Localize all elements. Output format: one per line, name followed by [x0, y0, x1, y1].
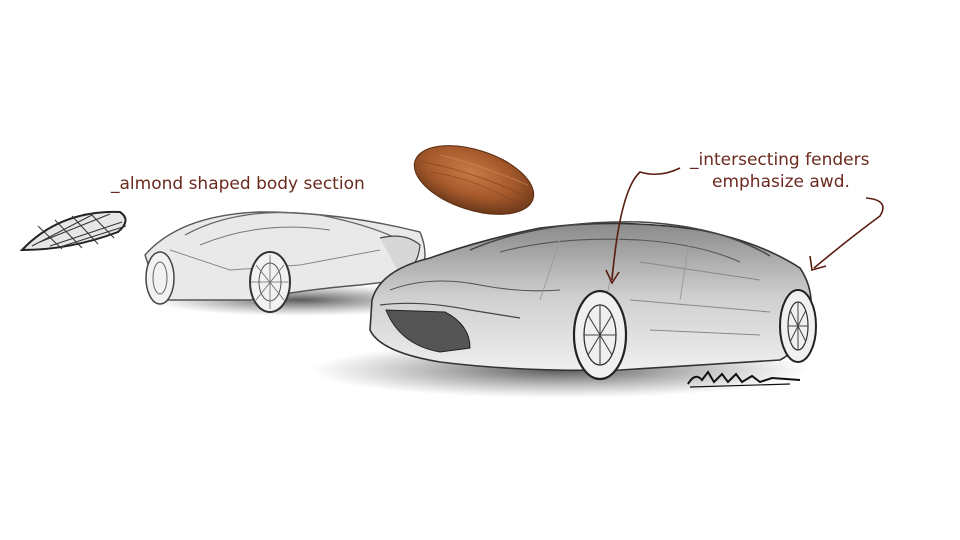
almond-annotation-label: _almond shaped body section: [111, 174, 365, 194]
almond-photo: [413, 145, 535, 215]
fenders-annotation-line1: _intersecting fenders: [690, 150, 870, 170]
front-car-sketch: [310, 221, 817, 398]
sketched-almond: [19, 210, 127, 252]
fenders-annotation-line2: emphasize awd.: [712, 172, 850, 192]
designer-signature-icon: [687, 370, 801, 388]
rear-car-sketch: [144, 211, 450, 316]
annotation-arrows: [605, 167, 884, 285]
